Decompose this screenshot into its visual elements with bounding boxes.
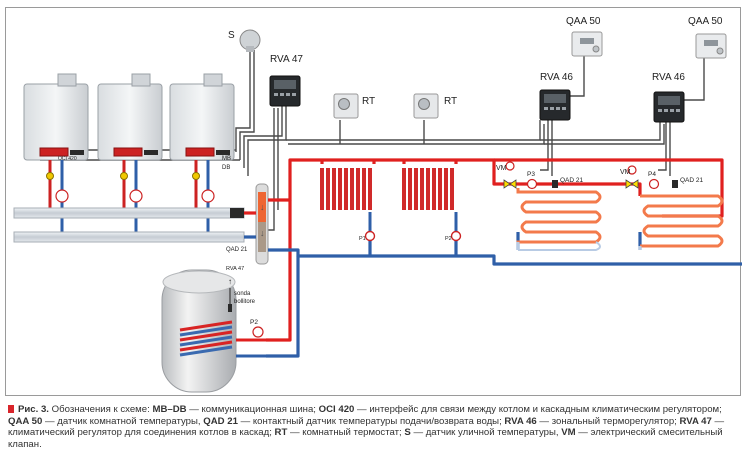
qaa50-label-1: QAA 50 — [566, 16, 601, 27]
rva47-small-label: RVA 47 — [226, 266, 244, 272]
mixing-valve-2 — [625, 165, 639, 189]
boiler-1 — [23, 73, 89, 161]
pump-p2-tank — [252, 326, 264, 338]
qad21-boiler-label: QAD 21 — [226, 247, 248, 253]
floor-heating-2 — [638, 194, 724, 250]
caption-text: — интерфейс для связи между котлом и кас… — [354, 404, 722, 415]
outdoor-sensor — [239, 29, 261, 52]
caption-text: — электрический смесительный клапан. — [8, 427, 723, 450]
sonda-label: sonda — [234, 291, 251, 297]
caption-key: QAD 21 — [203, 415, 238, 427]
pump-p3 — [526, 178, 538, 190]
hot-water-tank — [161, 269, 237, 393]
pump-p1 — [364, 230, 376, 242]
svg-text:↓: ↓ — [260, 202, 265, 212]
rva47-controller — [269, 75, 301, 107]
rva46-controller-2 — [653, 91, 685, 123]
p3-label: P3 — [527, 171, 535, 178]
caption-key: MB–DB — [152, 404, 187, 415]
boiler-2 — [97, 73, 163, 161]
qad21-zone2-label: QAD 21 — [680, 177, 704, 184]
diagram-frame — [5, 7, 741, 396]
return-pipes — [244, 232, 742, 358]
rt-label-1: RT — [362, 96, 375, 107]
caption-key: RT — [274, 427, 288, 439]
heating-schematic: OCI 420 MB DB QAD 21 ↓ ↓ — [5, 7, 742, 396]
pump-p2 — [450, 230, 462, 242]
p2-tank-label: P2 — [250, 319, 258, 326]
rva46-controller-1 — [539, 89, 571, 121]
room-thermostat-2 — [413, 93, 439, 119]
caption-key: RVA 46 — [504, 415, 537, 427]
qaa50-sensor-1 — [571, 31, 603, 57]
caption-text: — климатический регулятор для соединения… — [8, 415, 725, 439]
p4-label: P4 — [648, 171, 656, 178]
caption-text: — коммуникационная шина; — [186, 404, 319, 415]
caption-text: — контактный датчик температуры подачи/в… — [237, 415, 505, 427]
rva46-label-1: RVA 46 — [540, 72, 573, 83]
caption-fig: Рис. 3. — [18, 404, 49, 415]
qaa50-sensor-2 — [695, 33, 727, 59]
oci420-label: OCI 420 — [58, 156, 77, 162]
radiator-1 — [320, 168, 372, 232]
return-manifold — [13, 231, 245, 243]
svg-text:↑: ↑ — [228, 277, 232, 286]
pump-p4 — [648, 178, 660, 190]
caption-marker — [8, 405, 14, 413]
p1-label: P1 — [359, 236, 366, 242]
boiler-3 — [169, 73, 235, 161]
qaa50-label-2: QAA 50 — [688, 16, 723, 27]
caption-key: OCI 420 — [318, 404, 355, 415]
rt-label-2: RT — [444, 96, 457, 107]
caption-key: RVA 47 — [679, 415, 712, 427]
room-thermostat-1 — [333, 93, 359, 119]
svg-text:↓: ↓ — [260, 228, 265, 238]
caption-text: Обозначения к схеме: — [48, 404, 153, 415]
vm-label-1: VM — [496, 165, 507, 172]
boiler-drops — [46, 160, 215, 236]
caption-key: S — [404, 427, 411, 439]
hydraulic-separator: ↓ ↓ — [255, 183, 269, 265]
qad21-zone1-label: QAD 21 — [560, 177, 584, 184]
caption-text: — датчик комнатной температуры, — [42, 415, 204, 427]
figure-caption: Рис. 3. Обозначения к схеме: MB–DB — ком… — [8, 404, 740, 450]
supply-manifold — [13, 207, 245, 219]
s-label: S — [228, 30, 235, 41]
db-label: DB — [222, 165, 230, 171]
p2-label: P2 — [445, 236, 452, 242]
mixing-valve-1 — [503, 161, 517, 189]
bollitore-label: bollitore — [234, 299, 256, 305]
caption-text: — комнатный термостат; — [287, 427, 405, 439]
caption-key: QAA 50 — [8, 415, 43, 427]
vm-label-2: VM — [620, 169, 631, 176]
rva46-label-2: RVA 46 — [652, 72, 685, 83]
mb-label: MB — [222, 156, 231, 162]
radiator-2 — [402, 168, 458, 232]
rva47-label: RVA 47 — [270, 54, 303, 65]
caption-text: — датчик уличной температуры, — [410, 427, 562, 439]
tank-sensor — [228, 304, 232, 312]
floor-heating-1 — [516, 188, 602, 251]
caption-text: — зональный терморегулятор; — [536, 415, 680, 427]
caption-key: VM — [561, 427, 576, 439]
